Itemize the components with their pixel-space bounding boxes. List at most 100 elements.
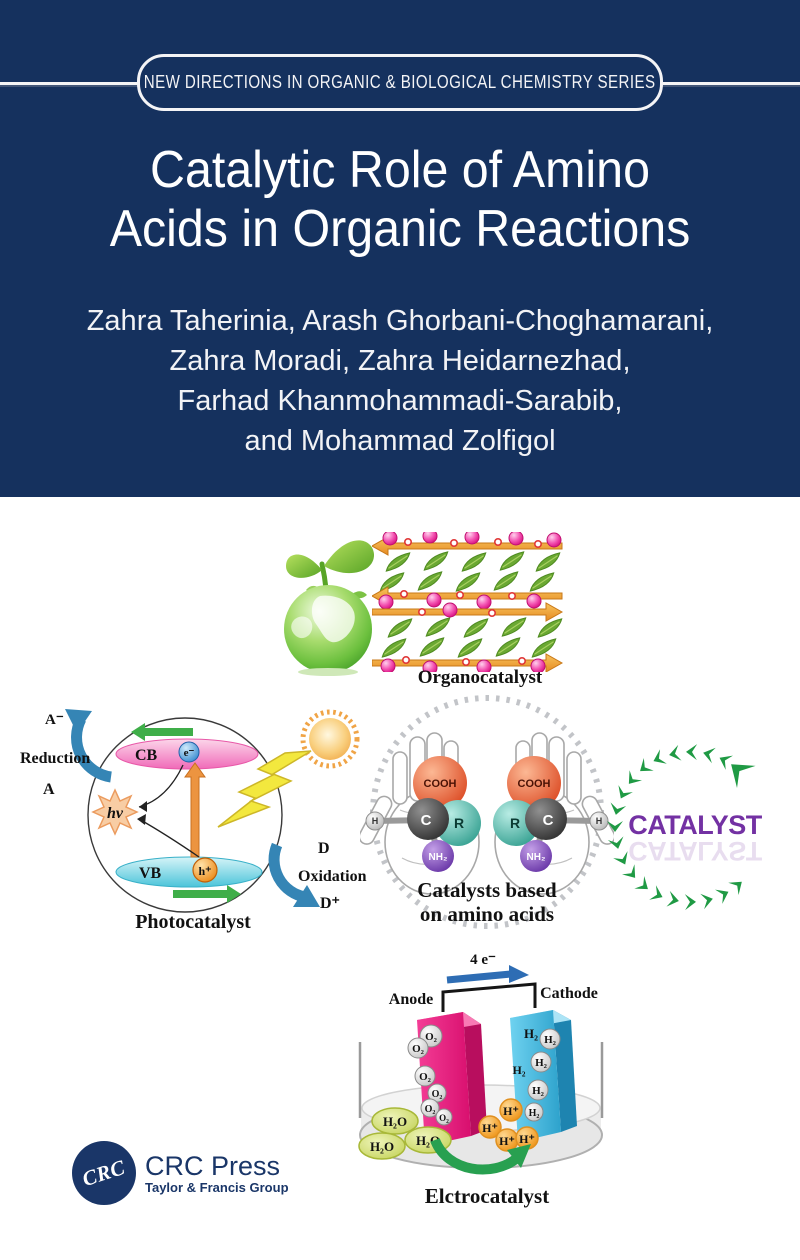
author-line: Farhad Khanmohammadi-Sarabib, [177, 385, 623, 417]
o2-label: O₂ [412, 1043, 425, 1055]
h2o-label: H₂O [383, 1114, 407, 1129]
arrowhead [139, 801, 147, 812]
header-panel: NEW DIRECTIONS IN ORGANIC & BIOLOGICAL C… [0, 0, 800, 497]
sun-icon [300, 709, 360, 769]
electron-label: e⁻ [184, 747, 195, 759]
photocatalyst-diagram: CB e⁻ VB h⁺ hv A⁻ Reduction A [20, 709, 367, 933]
crc-logo-icon: CRC [72, 1141, 136, 1205]
catalyst-emblem: CATALYST CATALYST [607, 743, 763, 911]
electron-count-label: 4 e⁻ [470, 952, 496, 968]
h2-molecules: H₂ H₂ H₂ H₂ H₂ H₂ [513, 1026, 561, 1122]
hole-ball [192, 857, 218, 883]
o2-label: O₂ [425, 1031, 438, 1043]
reduction-label: Reduction [20, 750, 90, 767]
o2-label: O₂ [425, 1104, 436, 1115]
green-left-arrow-icon [131, 723, 193, 741]
amino-caption-line1: Catalysts based [417, 878, 557, 902]
globe-continent [311, 595, 355, 643]
globe-continent [291, 616, 313, 639]
r-label: R [454, 815, 464, 831]
nh2-label: NH₂ [527, 852, 546, 863]
h-plus-label: H⁺ [519, 1132, 535, 1146]
c-label: C [421, 812, 432, 829]
hv-label: hv [107, 805, 124, 822]
h2-label: H₂ [513, 1063, 526, 1077]
electron-flow-arrow-icon [446, 965, 529, 984]
amino-caption-line2: on amino acids [420, 902, 554, 926]
catalyst-word: CATALYST [628, 810, 763, 840]
book-title: Catalytic Role of Amino Acids in Organic… [0, 141, 800, 259]
electron-ball [178, 741, 200, 763]
green-globe-icon [284, 540, 375, 676]
arrowhead [137, 814, 146, 825]
publisher-logo: CRC CRC Press Taylor & Francis Group [72, 1138, 332, 1208]
h-plus-label: H⁺ [503, 1104, 519, 1118]
lightning-icon [217, 750, 312, 828]
h2-label: H₂ [524, 1026, 538, 1041]
author-line: Zahra Taherinia, Arash Ghorbani-Choghama… [86, 305, 714, 337]
h2o-molecules: H₂O H₂O H₂O [358, 1107, 452, 1160]
h2-label: H₂ [544, 1034, 557, 1046]
leaf-row [382, 551, 564, 572]
h2-label: H₂ [535, 1057, 548, 1069]
c-label: C [543, 812, 554, 829]
publisher-name: CRC Press [145, 1150, 281, 1181]
o2-label: O₂ [419, 1071, 432, 1083]
publisher-words: CRC Press Taylor & Francis Group [145, 1152, 289, 1195]
electrocatalyst-label: Elctrocatalyst [425, 1184, 549, 1208]
crc-logo-text: CRC [79, 1154, 129, 1191]
author-list: Zahra Taherinia, Arash Ghorbani-Choghama… [0, 301, 800, 461]
hole-label: h⁺ [198, 864, 211, 878]
valence-band [115, 856, 263, 888]
reaction-arrow-icon [430, 1137, 531, 1175]
photocatalyst-circle [87, 717, 283, 913]
o2-molecules: O₂ O₂ O₂ O₂ O₂ O₂ [407, 1024, 453, 1126]
author-line: and Mohammad Zolfigol [244, 425, 556, 457]
o2-label: O₂ [432, 1089, 443, 1100]
catalyst-layer-row [372, 532, 563, 556]
series-banner: NEW DIRECTIONS IN ORGANIC & BIOLOGICAL C… [137, 54, 663, 111]
recombination-arrows [138, 764, 200, 858]
hv-photon-icon: hv [91, 788, 139, 836]
h2-label: H₂ [529, 1108, 540, 1119]
circuit-wire [441, 982, 537, 1012]
h-label: H [596, 816, 603, 826]
green-right-arrow-icon [173, 885, 241, 903]
organocatalyst-label: Organocatalyst [417, 667, 543, 688]
organocatalyst-layers-diagram [372, 532, 566, 672]
oxidation-label: Oxidation [298, 868, 367, 885]
anode-label: Anode [389, 991, 433, 1008]
leaf-row [384, 617, 566, 638]
cooh-label: COOH [518, 778, 551, 790]
catalyst-word-reflection: CATALYST [628, 836, 763, 866]
d-plus-label: D⁺ [320, 895, 340, 912]
h2-label: H₂ [532, 1085, 545, 1097]
series-title: NEW DIRECTIONS IN ORGANIC & BIOLOGICAL C… [144, 72, 656, 92]
a-minus-label: A⁻ [45, 712, 64, 728]
leaf-row [376, 571, 558, 592]
oxidation-arrow-icon [268, 842, 320, 907]
leaf-row [378, 637, 560, 658]
amino-acid-molecule-right: COOH C R NH₂ H [493, 756, 609, 872]
cooh-label: COOH [424, 778, 457, 790]
globe-shadow [298, 668, 358, 676]
h-plus-label: H⁺ [482, 1121, 498, 1135]
photocatalyst-label: Photocatalyst [135, 911, 251, 933]
reduction-arrow-icon [65, 709, 113, 783]
cb-label: CB [135, 747, 158, 764]
electrocatalyst-diagram: 4 e⁻ Anode Cathode O₂ O₂ O₂ O₂ O₂ [358, 952, 604, 1208]
o2-label: O₂ [439, 1113, 449, 1123]
author-line: Zahra Moradi, Zahra Heidarnezhad, [169, 345, 631, 377]
book-title-line2: Acids in Organic Reactions [109, 200, 691, 258]
excitation-arrow-icon [184, 762, 206, 858]
vb-label: VB [139, 865, 162, 882]
nh2-label: NH₂ [429, 852, 448, 863]
h2o-label: H₂O [370, 1139, 394, 1154]
h-plus-label: H⁺ [499, 1134, 515, 1148]
publisher-group: Taylor & Francis Group [145, 1179, 289, 1195]
h-label: H [372, 816, 379, 826]
amino-acid-catalyst-diagram: COOH C R NH₂ H COOH C R NH₂ H Catalysts … [360, 695, 614, 929]
a-label: A [43, 781, 55, 798]
d-label: D [318, 840, 330, 857]
